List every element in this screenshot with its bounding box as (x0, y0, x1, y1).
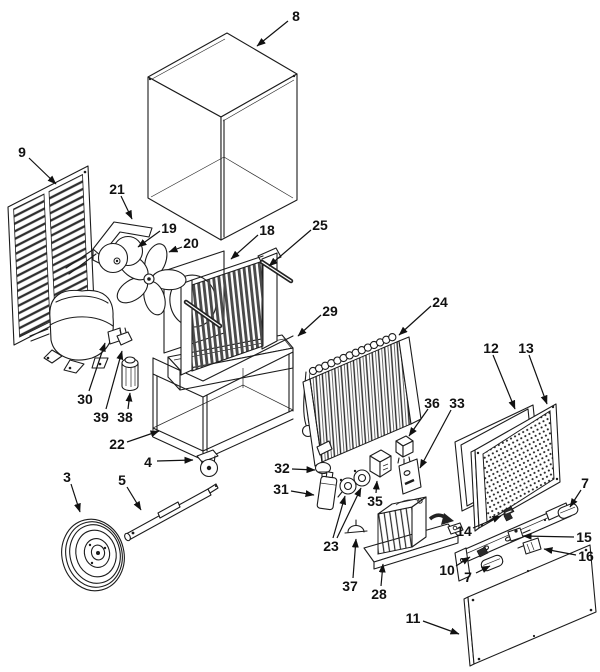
front-grille (470, 403, 561, 532)
callout-16: 16 (543, 547, 594, 564)
coil-hanger-rods (183, 259, 294, 329)
svg-text:8: 8 (292, 8, 300, 24)
cabinet-shell (147, 32, 298, 241)
callout-18: 18 (230, 222, 275, 260)
tube-clamp (344, 519, 368, 534)
svg-text:7: 7 (581, 475, 589, 491)
svg-text:18: 18 (259, 222, 275, 238)
switch-pair (337, 469, 371, 498)
wheel (61, 518, 125, 592)
callout-23: 23 (323, 487, 362, 554)
callout-25: 25 (268, 217, 328, 267)
callout-5: 5 (118, 472, 142, 511)
callout-28: 28 (371, 563, 387, 602)
svg-text:13: 13 (518, 340, 534, 356)
svg-text:39: 39 (93, 409, 109, 425)
callout-29: 29 (297, 303, 338, 337)
axle (124, 483, 219, 542)
svg-text:35: 35 (367, 493, 383, 509)
mounting-plate-33 (398, 458, 422, 495)
svg-text:14: 14 (456, 523, 472, 539)
callout-8: 8 (256, 8, 300, 47)
svg-text:19: 19 (161, 220, 177, 236)
svg-text:28: 28 (371, 586, 387, 602)
callout-10: 10 (439, 556, 471, 578)
bottom-panel (463, 544, 597, 667)
callout-7-upper: 7 (569, 475, 589, 508)
overload-relay (116, 327, 133, 346)
transformer-assembly (363, 496, 464, 570)
evaporator-coil (180, 247, 294, 376)
svg-text:10: 10 (439, 562, 455, 578)
callout-7-lower: 7 (464, 565, 491, 585)
callout-3: 3 (63, 469, 81, 513)
rubber-cap (314, 461, 332, 479)
condenser-coil (302, 333, 422, 467)
svg-text:3: 3 (63, 469, 71, 485)
callout-32: 32 (274, 460, 316, 476)
condenser-top-tubes (308, 333, 397, 376)
svg-text:4: 4 (144, 454, 152, 470)
rail-clip (503, 506, 515, 522)
handle-grip-upper (545, 502, 579, 521)
svg-text:22: 22 (109, 436, 125, 452)
svg-text:32: 32 (274, 460, 290, 476)
callout-22: 22 (109, 430, 160, 452)
svg-text:36: 36 (424, 395, 440, 411)
svg-text:25: 25 (312, 217, 328, 233)
callouts-layer: 8 9 21 19 20 18 25 29 24 12 13 36 33 30 … (18, 8, 594, 635)
svg-text:23: 23 (323, 538, 339, 554)
svg-text:24: 24 (432, 294, 448, 310)
svg-text:37: 37 (342, 578, 358, 594)
callout-33: 33 (419, 395, 465, 469)
callout-14: 14 (456, 515, 502, 539)
callout-13: 13 (518, 340, 548, 405)
callout-21: 21 (109, 181, 133, 220)
svg-text:7: 7 (464, 569, 472, 585)
svg-text:31: 31 (273, 481, 289, 497)
svg-text:30: 30 (77, 391, 93, 407)
callout-4: 4 (144, 454, 194, 470)
callout-20: 20 (168, 235, 199, 253)
callout-37: 37 (342, 538, 359, 594)
relay-36 (395, 435, 414, 465)
svg-text:33: 33 (449, 395, 465, 411)
caster (196, 449, 219, 478)
svg-text:20: 20 (183, 235, 199, 251)
svg-text:38: 38 (117, 409, 133, 425)
callout-12: 12 (483, 340, 516, 410)
callout-31: 31 (273, 481, 315, 497)
callout-36: 36 (408, 395, 440, 437)
callout-35: 35 (367, 480, 383, 509)
svg-text:12: 12 (483, 340, 499, 356)
callout-38: 38 (117, 392, 133, 425)
callout-9: 9 (18, 144, 57, 185)
svg-text:15: 15 (576, 529, 592, 545)
callout-11: 11 (406, 610, 460, 635)
fan-blade (116, 243, 187, 316)
fan-motor (97, 235, 144, 274)
svg-text:29: 29 (322, 303, 338, 319)
callout-30: 30 (77, 342, 106, 407)
svg-text:5: 5 (118, 472, 126, 488)
capacitor (316, 471, 338, 511)
cord-connector (517, 537, 542, 555)
svg-text:21: 21 (109, 181, 125, 197)
callout-24: 24 (398, 294, 448, 336)
svg-text:16: 16 (578, 548, 594, 564)
relay-35 (369, 449, 392, 478)
svg-text:9: 9 (18, 144, 26, 160)
svg-text:11: 11 (406, 610, 421, 626)
callout-39: 39 (93, 350, 124, 425)
compressor (43, 289, 123, 374)
callout-19: 19 (137, 220, 177, 248)
callout-15: 15 (522, 529, 592, 545)
filter-drier (121, 356, 139, 392)
